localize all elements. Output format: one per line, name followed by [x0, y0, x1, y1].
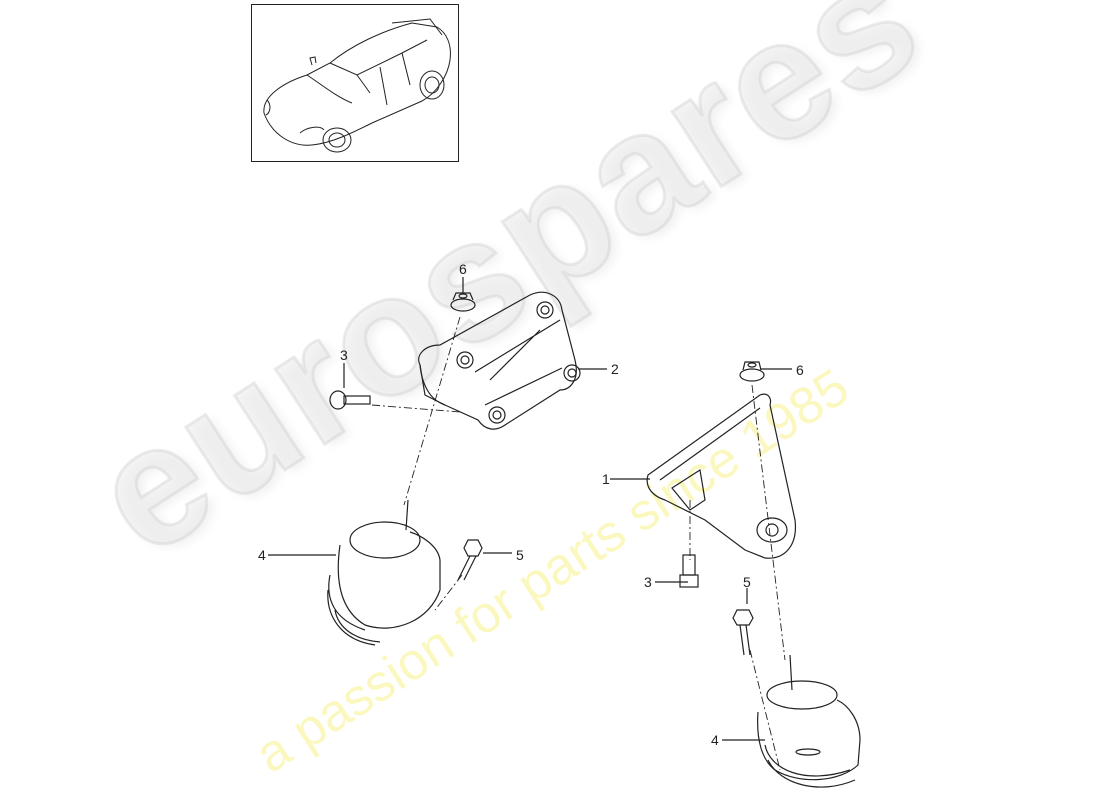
- callout-4[interactable]: 4: [258, 547, 266, 563]
- nut-icon: [450, 292, 476, 312]
- engine-mount-right: [757, 654, 861, 788]
- bolt-icon: [679, 554, 699, 588]
- callout-2[interactable]: 2: [611, 361, 619, 377]
- callout-3[interactable]: 3: [644, 574, 652, 590]
- callout-6[interactable]: 6: [459, 261, 467, 277]
- callout-5[interactable]: 5: [743, 574, 751, 590]
- nut-icon: [739, 361, 765, 382]
- callout-5[interactable]: 5: [516, 547, 524, 563]
- car-icon: [263, 18, 451, 153]
- bolt-icon: [457, 539, 483, 581]
- bolt-icon: [329, 390, 371, 410]
- bracket-left: [418, 291, 581, 430]
- engine-mount-left: [327, 499, 441, 646]
- callout-4[interactable]: 4: [711, 732, 719, 748]
- callout-3[interactable]: 3: [340, 347, 348, 363]
- bracket-right: [646, 393, 797, 559]
- vehicle-thumbnail: [251, 4, 459, 162]
- callout-1[interactable]: 1: [602, 471, 610, 487]
- callout-6[interactable]: 6: [796, 362, 804, 378]
- bolt-icon: [732, 609, 754, 656]
